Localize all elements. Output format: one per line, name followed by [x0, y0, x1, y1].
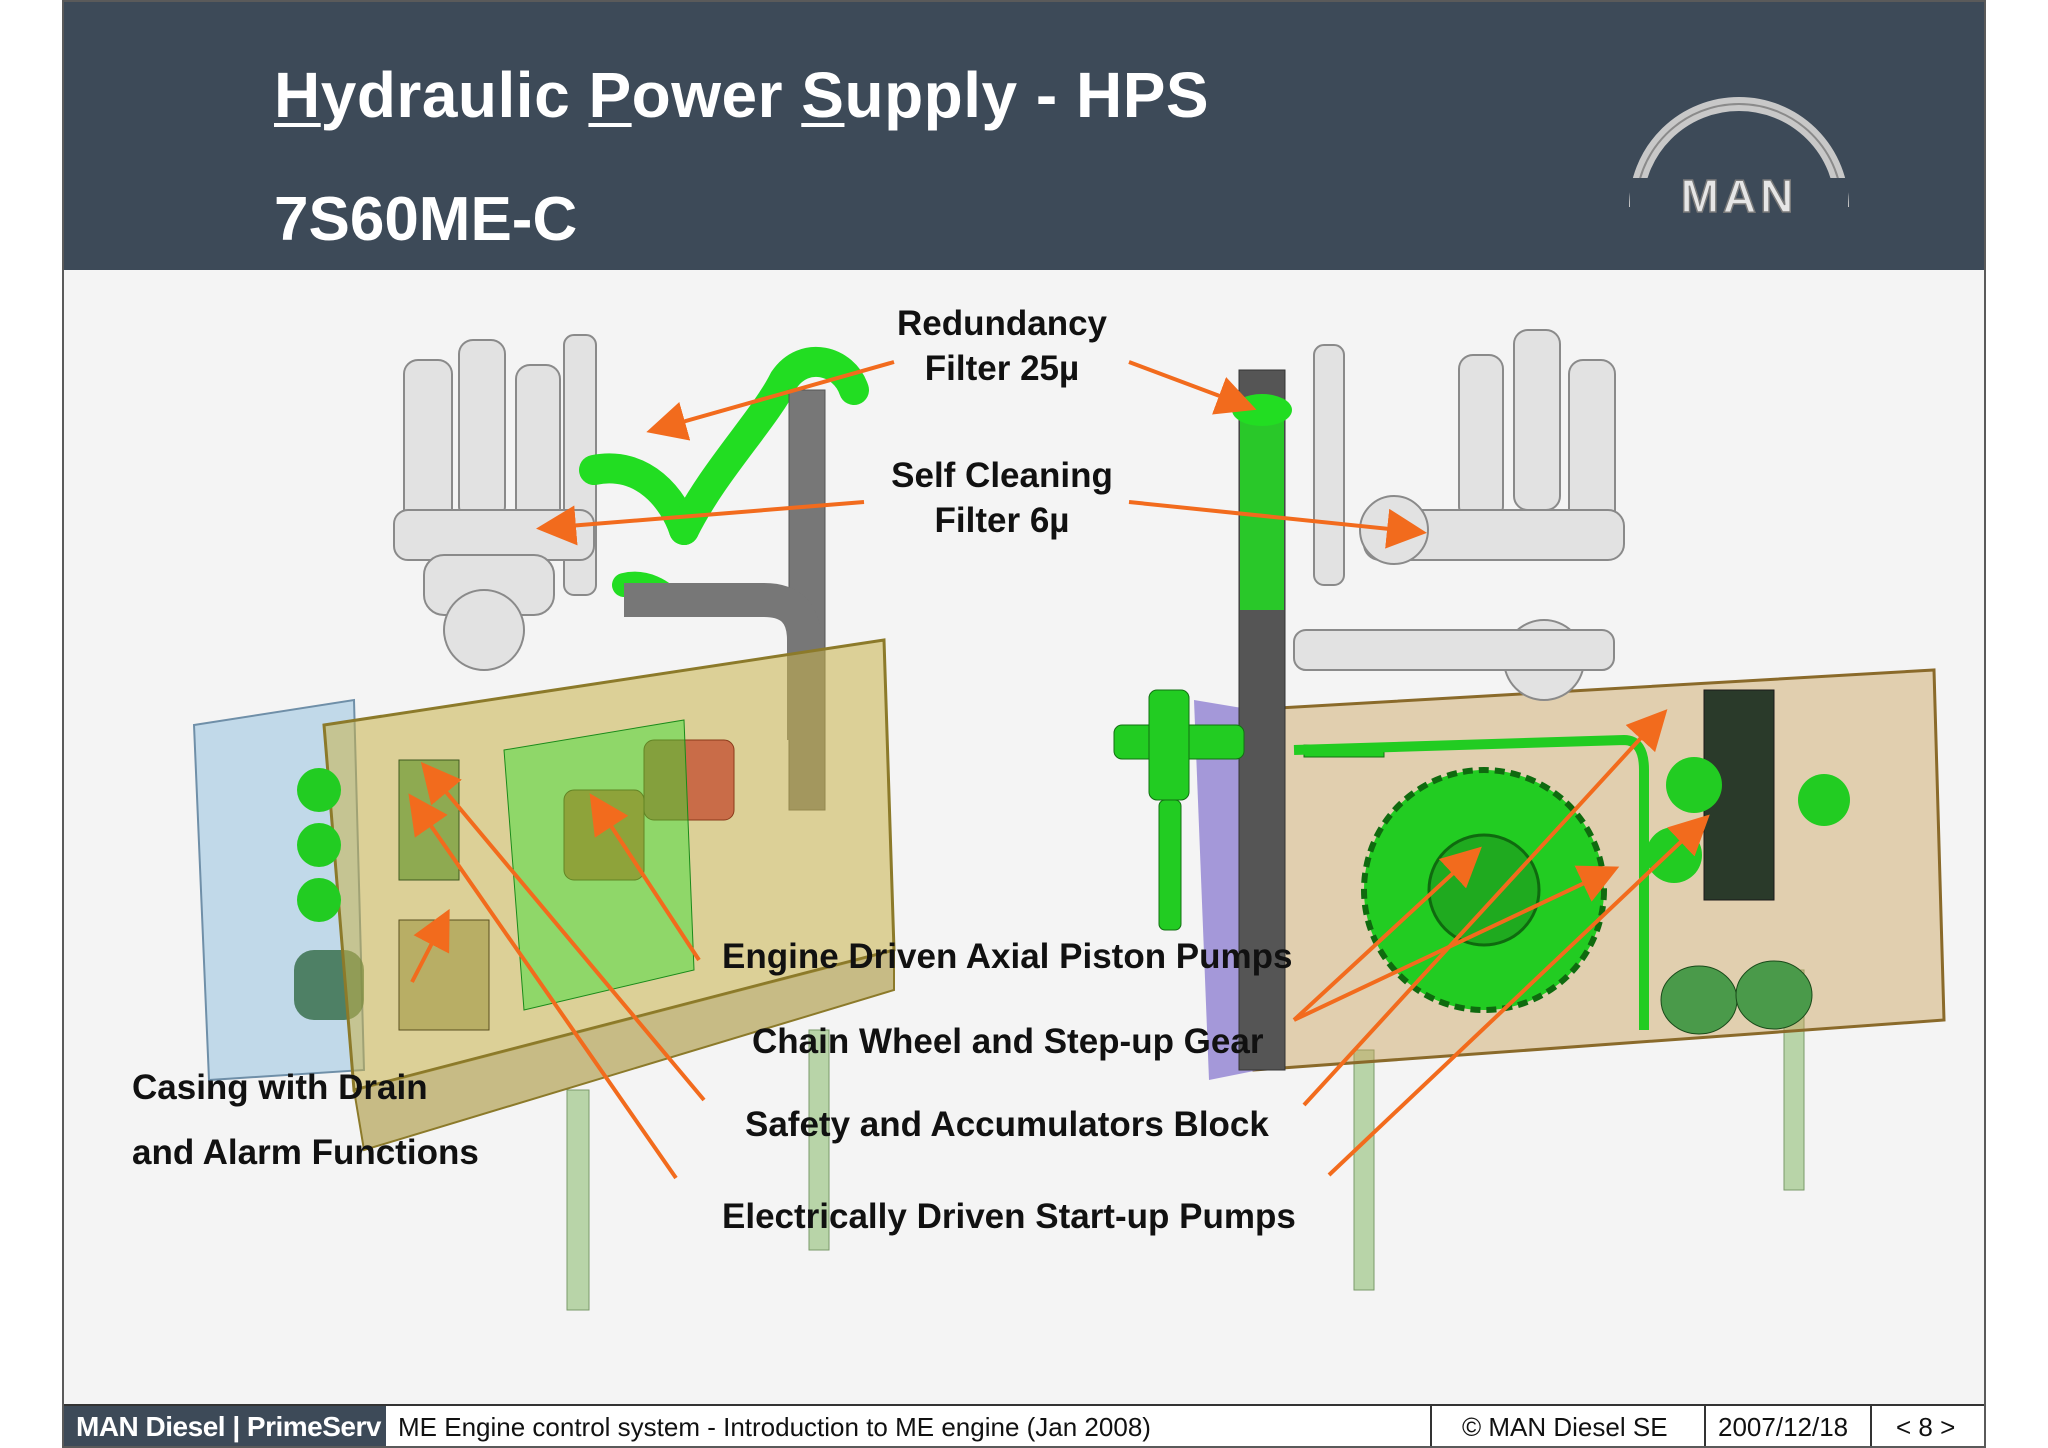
arrow-selfclean-left [536, 500, 865, 546]
leg [808, 1029, 830, 1251]
footer-date: 2007/12/18 [1718, 1412, 1849, 1442]
arrow-safety-block-right [1302, 709, 1668, 1107]
slide-content: Redundancy Filter 25µ Self Cleaning Filt… [64, 270, 1984, 1408]
slide-footer: MAN Diesel | PrimeServ ME Engine control… [64, 1404, 1984, 1446]
man-logo-text: MAN [1681, 170, 1798, 222]
footer-copyright: © MAN Diesel SE [1462, 1412, 1668, 1442]
green-panel [503, 719, 695, 1011]
hps-illustration [192, 329, 1946, 1311]
footer-divider [1870, 1406, 1872, 1446]
footer-divider [1704, 1406, 1706, 1446]
arrow-axial-pumps [589, 793, 701, 962]
label-line: Redundancy [896, 304, 1108, 343]
start-up-pump [1735, 960, 1813, 1030]
arrow-safety-block-left [420, 761, 706, 1102]
right-hps-unit [1113, 329, 1946, 1291]
label-line: Casing with Drain [132, 1068, 428, 1107]
accumulator [1646, 827, 1702, 883]
start-up-pump [1660, 965, 1738, 1035]
callout-arrows [408, 360, 1710, 1180]
footer-brand: MAN Diesel | PrimeServ [64, 1406, 386, 1446]
axial-piston-pump [643, 739, 735, 821]
arrow-casing [410, 908, 450, 983]
arrow-redundancy-left [646, 360, 895, 441]
title-part-2: ower [631, 59, 802, 131]
man-logo: MAN [1629, 97, 1849, 222]
left-hps-unit [192, 334, 896, 1311]
label-line: Self Cleaning [891, 456, 1113, 495]
leg [566, 1089, 590, 1311]
slide-subtitle: 7S60ME-C [274, 185, 578, 254]
arrow-electric-pumps-left [408, 793, 678, 1180]
slide: Hydraulic Power Supply - HPS 7S60ME-C MA… [62, 0, 1986, 1448]
arrow-redundancy-right [1128, 360, 1257, 415]
label-engine-driven-pumps: Engine Driven Axial Piston Pumps [722, 937, 1293, 976]
label-chain-wheel: Chain Wheel and Step-up Gear [752, 1022, 1264, 1061]
start-up-pump-block [398, 919, 490, 1031]
green-fitting [297, 768, 341, 812]
arrow-chain-wheel-1 [1292, 846, 1482, 1022]
slide-title: Hydraulic Power Supply - HPS [274, 58, 1209, 132]
footer-page-number: < 8 > [1896, 1412, 1956, 1442]
label-safety-block: Safety and Accumulators Block [745, 1105, 1269, 1144]
title-part-3: upply - HPS [844, 59, 1210, 131]
label-casing: Casing with Drain and Alarm Functions [132, 1056, 479, 1186]
title-letter-p: P [588, 59, 632, 131]
label-self-cleaning-filter: Self Cleaning Filter 6µ [842, 454, 1162, 544]
footer-description: ME Engine control system - Introduction … [398, 1412, 1151, 1442]
footer-divider [1430, 1406, 1432, 1446]
label-line: and Alarm Functions [132, 1132, 479, 1172]
leg [1353, 1049, 1375, 1291]
title-letter-s: S [801, 59, 845, 131]
label-line: Filter 6µ [934, 500, 1070, 540]
green-fitting [297, 878, 341, 922]
accumulator [1798, 774, 1850, 826]
grey-pipe-bend [624, 583, 821, 740]
label-electric-pumps: Electrically Driven Start-up Pumps [722, 1197, 1296, 1236]
filter-assembly [1293, 329, 1625, 701]
filter-assembly [393, 334, 597, 671]
green-pipe-segment [1240, 410, 1284, 610]
slide-header: Hydraulic Power Supply - HPS 7S60ME-C MA… [64, 2, 1984, 270]
title-part-1: ydraulic [320, 59, 589, 131]
casing-bottom [352, 948, 895, 1152]
label-line: Filter 25µ [924, 348, 1080, 388]
label-redundancy-filter: Redundancy Filter 25µ [842, 302, 1162, 392]
green-fitting [297, 823, 341, 867]
arrow-electric-pumps-right [1327, 814, 1710, 1177]
title-letter-h: H [274, 59, 321, 131]
arrow-selfclean-right [1128, 500, 1427, 549]
accumulator [1666, 757, 1722, 813]
